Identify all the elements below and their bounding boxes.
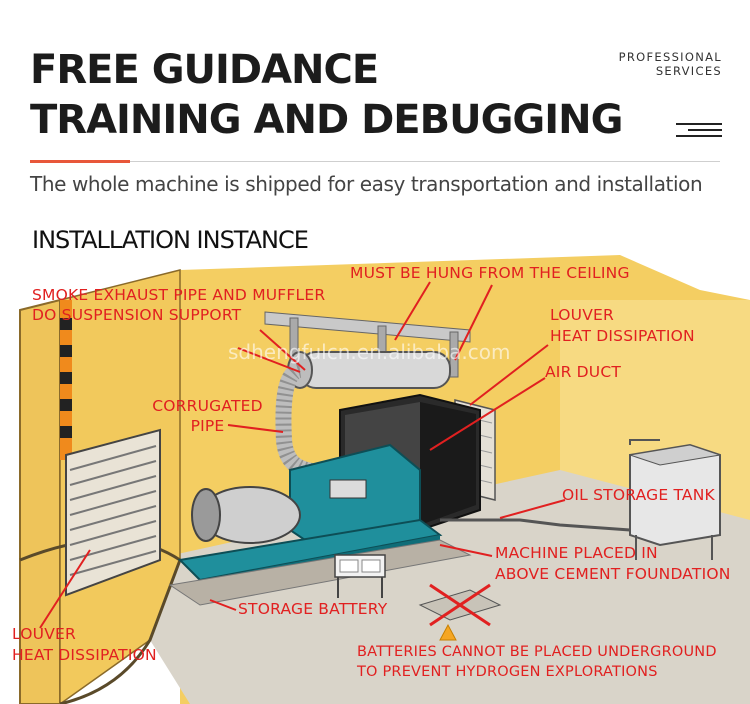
oil-storage-tank (629, 439, 721, 560)
label-louver-bottom-line-2: HEAT DISSIPATION (12, 646, 157, 664)
label-machine-line-1: MACHINE PLACED IN (495, 544, 658, 562)
label-louver-top-line-1: LOUVER (550, 306, 614, 324)
label-air-duct: AIR DUCT (545, 363, 622, 381)
underground-battery-crossed (418, 583, 502, 641)
label-ceiling: MUST BE HUNG FROM THE CEILING (350, 264, 630, 282)
label-corrugated-line-2: PIPE (190, 417, 225, 435)
badge-professional: PROFESSIONAL (618, 50, 722, 64)
generator-set (177, 443, 443, 592)
menu-icon[interactable] (676, 123, 722, 139)
battery-stand (334, 554, 386, 598)
left-front-wall (19, 298, 61, 704)
ceiling-support (264, 311, 471, 378)
label-oil-storage-tank: OIL STORAGE TANK (562, 486, 715, 504)
label-machine-line-2: ABOVE CEMENT FOUNDATION (495, 565, 731, 583)
badge-services: SERVICES (655, 64, 722, 78)
section-heading: INSTALLATION INSTANCE (32, 226, 309, 254)
page-title-line-1: FREE GUIDANCE (30, 47, 379, 93)
label-corrugated-line-1: CORRUGATED (152, 397, 263, 415)
hazard-stripes (60, 300, 72, 460)
left-louver (65, 428, 161, 597)
watermark: sdhengfulcn.en.alibaba.com (228, 340, 511, 364)
label-smoke-exhaust-line-1: SMOKE EXHAUST PIPE AND MUFFLER (32, 286, 326, 304)
label-louver-bottom-line-1: LOUVER (12, 625, 76, 643)
header-divider (130, 161, 720, 162)
label-warning-line-2: TO PREVENT HYDROGEN EXPLORATIONS (357, 664, 658, 680)
page-title-line-2: TRAINING AND DEBUGGING (30, 97, 623, 143)
installation-diagram (19, 255, 750, 704)
label-storage-battery: STORAGE BATTERY (238, 600, 388, 618)
accent-divider (30, 160, 130, 163)
label-louver-top-line-2: HEAT DISSIPATION (550, 327, 695, 345)
leader-lines (39, 281, 566, 629)
label-smoke-exhaust-line-2: DO SUSPENSION SUPPORT (32, 306, 242, 324)
fuel-pipe (440, 518, 631, 532)
label-warning-line-1: BATTERIES CANNOT BE PLACED UNDERGROUND (357, 644, 717, 660)
page-subtitle: The whole machine is shipped for easy tr… (30, 172, 703, 196)
